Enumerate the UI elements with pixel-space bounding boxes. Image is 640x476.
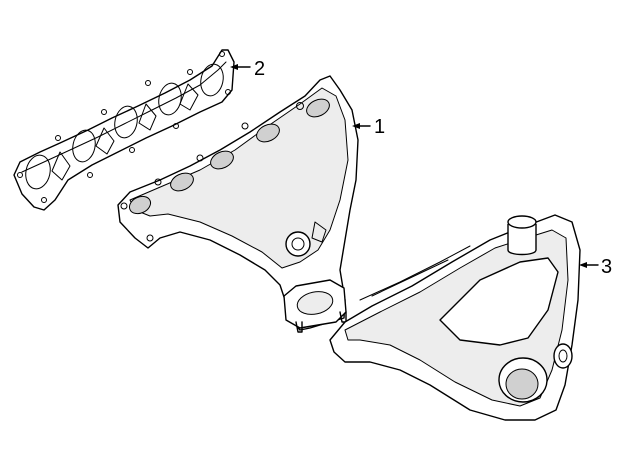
callout-2: 2: [230, 58, 265, 80]
callout-2-label: 2: [254, 58, 265, 80]
heat-shield-sensor-boss: [507, 215, 537, 256]
gasket-ports: [25, 63, 224, 190]
callout-1: 1: [352, 116, 385, 138]
outlet-flange: [283, 279, 347, 333]
manifold-ports: [128, 98, 330, 215]
manifold-flange-holes: [120, 102, 304, 242]
o2-sensor-boss: [285, 221, 327, 257]
callout-1-label: 1: [374, 116, 385, 138]
heat-shield-side-hole: [553, 343, 573, 369]
callout-3-label: 3: [601, 256, 612, 278]
gasket-part-2[interactable]: [13, 49, 235, 211]
gasket-bolt-holes: [17, 51, 231, 203]
manifold-part-1[interactable]: [117, 75, 359, 333]
heat-shield-outlet: [498, 357, 548, 403]
heat-shield-part-3[interactable]: [329, 214, 581, 421]
callout-3: 3: [579, 256, 612, 278]
